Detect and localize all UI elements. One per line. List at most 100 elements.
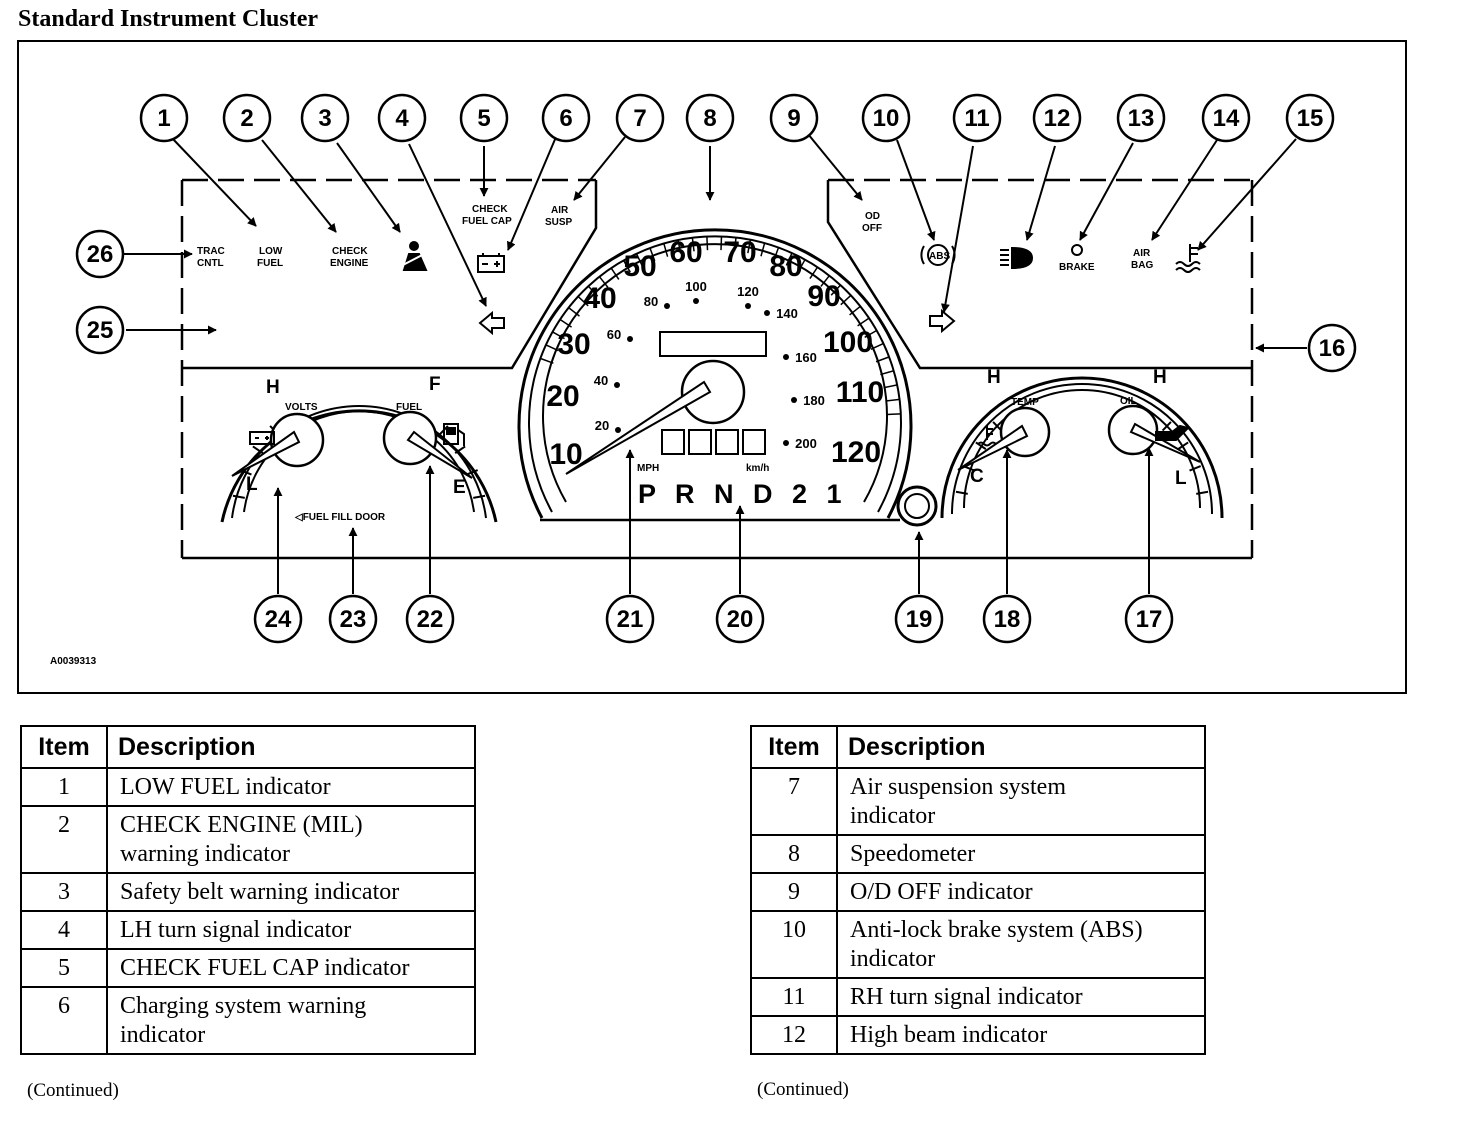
item-number: 12 xyxy=(750,1015,838,1055)
callout-5: 5 xyxy=(459,93,509,143)
kmh-tick-dot xyxy=(627,336,633,342)
fuel-gauge-needle xyxy=(406,430,473,479)
mph-tick-label: 50 xyxy=(623,250,656,283)
callout-number: 26 xyxy=(87,241,114,268)
callout-number: 14 xyxy=(1213,105,1240,132)
callout-24: 24 xyxy=(253,594,303,644)
callout-25: 25 xyxy=(75,305,125,355)
kmh-tick-dot xyxy=(745,303,751,309)
check-engine-label-line1: CHECK xyxy=(332,246,368,257)
callout-number: 8 xyxy=(703,105,716,132)
mph-tick-label: 100 xyxy=(823,326,873,359)
fuel-pump-icon xyxy=(443,423,465,446)
abs-label: ABS xyxy=(929,251,950,262)
air-susp-label-line2: SUSP xyxy=(545,217,573,228)
table-row: 10 Anti-lock brake system (ABS)indicator xyxy=(750,910,1206,979)
check-fuel-cap-label-line1: CHECK xyxy=(472,204,508,215)
panel-labels: TRAC CNTL LOW FUEL CHECK ENGINE CHECK FU… xyxy=(197,204,1153,523)
kmh-tick-label: 20 xyxy=(595,418,609,433)
item-description: CHECK ENGINE (MIL)warning indicator xyxy=(106,805,476,874)
callout-number: 23 xyxy=(340,606,367,633)
legend-table-right: Item Description 7 Air suspension system… xyxy=(750,725,1206,1055)
table-row: 1 LOW FUEL indicator xyxy=(20,767,476,807)
callout-17: 17 xyxy=(1124,594,1174,644)
air-bag-label-line1: AIR xyxy=(1133,248,1151,259)
fuel-fill-door-label: ◁FUEL FILL DOOR xyxy=(294,512,386,523)
callout-number: 25 xyxy=(87,317,114,344)
callout-number: 22 xyxy=(417,606,444,633)
temp-hot-letter: H xyxy=(987,367,1001,388)
callout-number: 7 xyxy=(633,105,646,132)
temp-cold-letter: C xyxy=(970,466,984,487)
temp-label: TEMP xyxy=(1011,397,1039,408)
callout-number: 12 xyxy=(1044,105,1071,132)
trip-reset-button xyxy=(896,485,938,527)
item-description: Safety belt warning indicator xyxy=(106,872,476,912)
callout-number: 24 xyxy=(265,606,292,633)
item-description: CHECK FUEL CAP indicator xyxy=(106,948,476,988)
callout-13: 13 xyxy=(1116,93,1166,143)
speedometer-needle xyxy=(565,380,712,475)
item-number: 1 xyxy=(20,767,108,807)
legend-left-header-description: Description xyxy=(106,725,476,769)
prnd21-indicator: P R N D 2 1 xyxy=(638,479,848,509)
kmh-tick-label: 60 xyxy=(607,327,621,342)
kmh-tick-label: 140 xyxy=(776,306,798,321)
odometer-display xyxy=(659,331,767,357)
mph-tick-label: 30 xyxy=(557,328,590,361)
callout-10: 10 xyxy=(861,93,911,143)
kmh-tick-label: 40 xyxy=(594,373,608,388)
callout-4: 4 xyxy=(377,93,427,143)
callout-number: 20 xyxy=(727,606,754,633)
fuel-label: FUEL xyxy=(396,402,422,413)
callout-22: 22 xyxy=(405,594,455,644)
table-row: 5 CHECK FUEL CAP indicator xyxy=(20,948,476,988)
item-description: RH turn signal indicator xyxy=(836,977,1206,1017)
item-number: 8 xyxy=(750,834,838,874)
callout-number: 5 xyxy=(477,105,490,132)
continued-note-left: (Continued) xyxy=(27,1080,119,1101)
coolant-icon xyxy=(1175,244,1201,273)
item-description: LOW FUEL indicator xyxy=(106,767,476,807)
gauge-letters: H L F E H C H L xyxy=(246,367,1187,498)
callout-15: 15 xyxy=(1285,93,1335,143)
callout-1: 1 xyxy=(139,93,189,143)
callout-number: 4 xyxy=(395,105,409,132)
battery-icon xyxy=(477,253,505,273)
page-title: Standard Instrument Cluster xyxy=(18,6,319,32)
trac-cntl-label-line2: CNTL xyxy=(197,258,224,269)
left-turn-arrow-icon xyxy=(478,310,505,336)
kmh-tick-label: 200 xyxy=(795,436,817,451)
temp-gauge-needle xyxy=(957,424,1029,471)
callout-12: 12 xyxy=(1032,93,1082,143)
mph-tick-label: 80 xyxy=(769,250,802,283)
fuel-empty-letter: E xyxy=(453,477,466,498)
speedometer-hub xyxy=(680,359,746,425)
callout-18: 18 xyxy=(982,594,1032,644)
table-row: 11 RH turn signal indicator xyxy=(750,977,1206,1017)
low-fuel-label-line2: FUEL xyxy=(257,258,283,269)
trip-digit xyxy=(688,429,712,455)
trac-cntl-label-line1: TRAC xyxy=(197,246,225,257)
callout-9: 9 xyxy=(769,93,819,143)
kmh-tick-dot xyxy=(791,397,797,403)
continued-note-right: (Continued) xyxy=(757,1079,849,1100)
callout-number: 15 xyxy=(1297,105,1324,132)
volts-gauge-needle xyxy=(231,430,301,477)
callout-26: 26 xyxy=(75,229,125,279)
callout-11: 11 xyxy=(952,93,1002,143)
oil-label: OIL xyxy=(1120,396,1137,407)
mph-tick-label: 70 xyxy=(723,236,756,269)
low-fuel-label-line1: LOW xyxy=(259,246,283,257)
kmh-tick-dot xyxy=(614,382,620,388)
volts-low-letter: L xyxy=(246,474,258,495)
right-gauge xyxy=(940,376,1224,519)
kmh-tick-label: 100 xyxy=(685,279,707,294)
fuel-full-letter: F xyxy=(429,374,441,395)
kmh-tick-dot xyxy=(764,310,770,316)
leader-lines xyxy=(124,133,1307,594)
